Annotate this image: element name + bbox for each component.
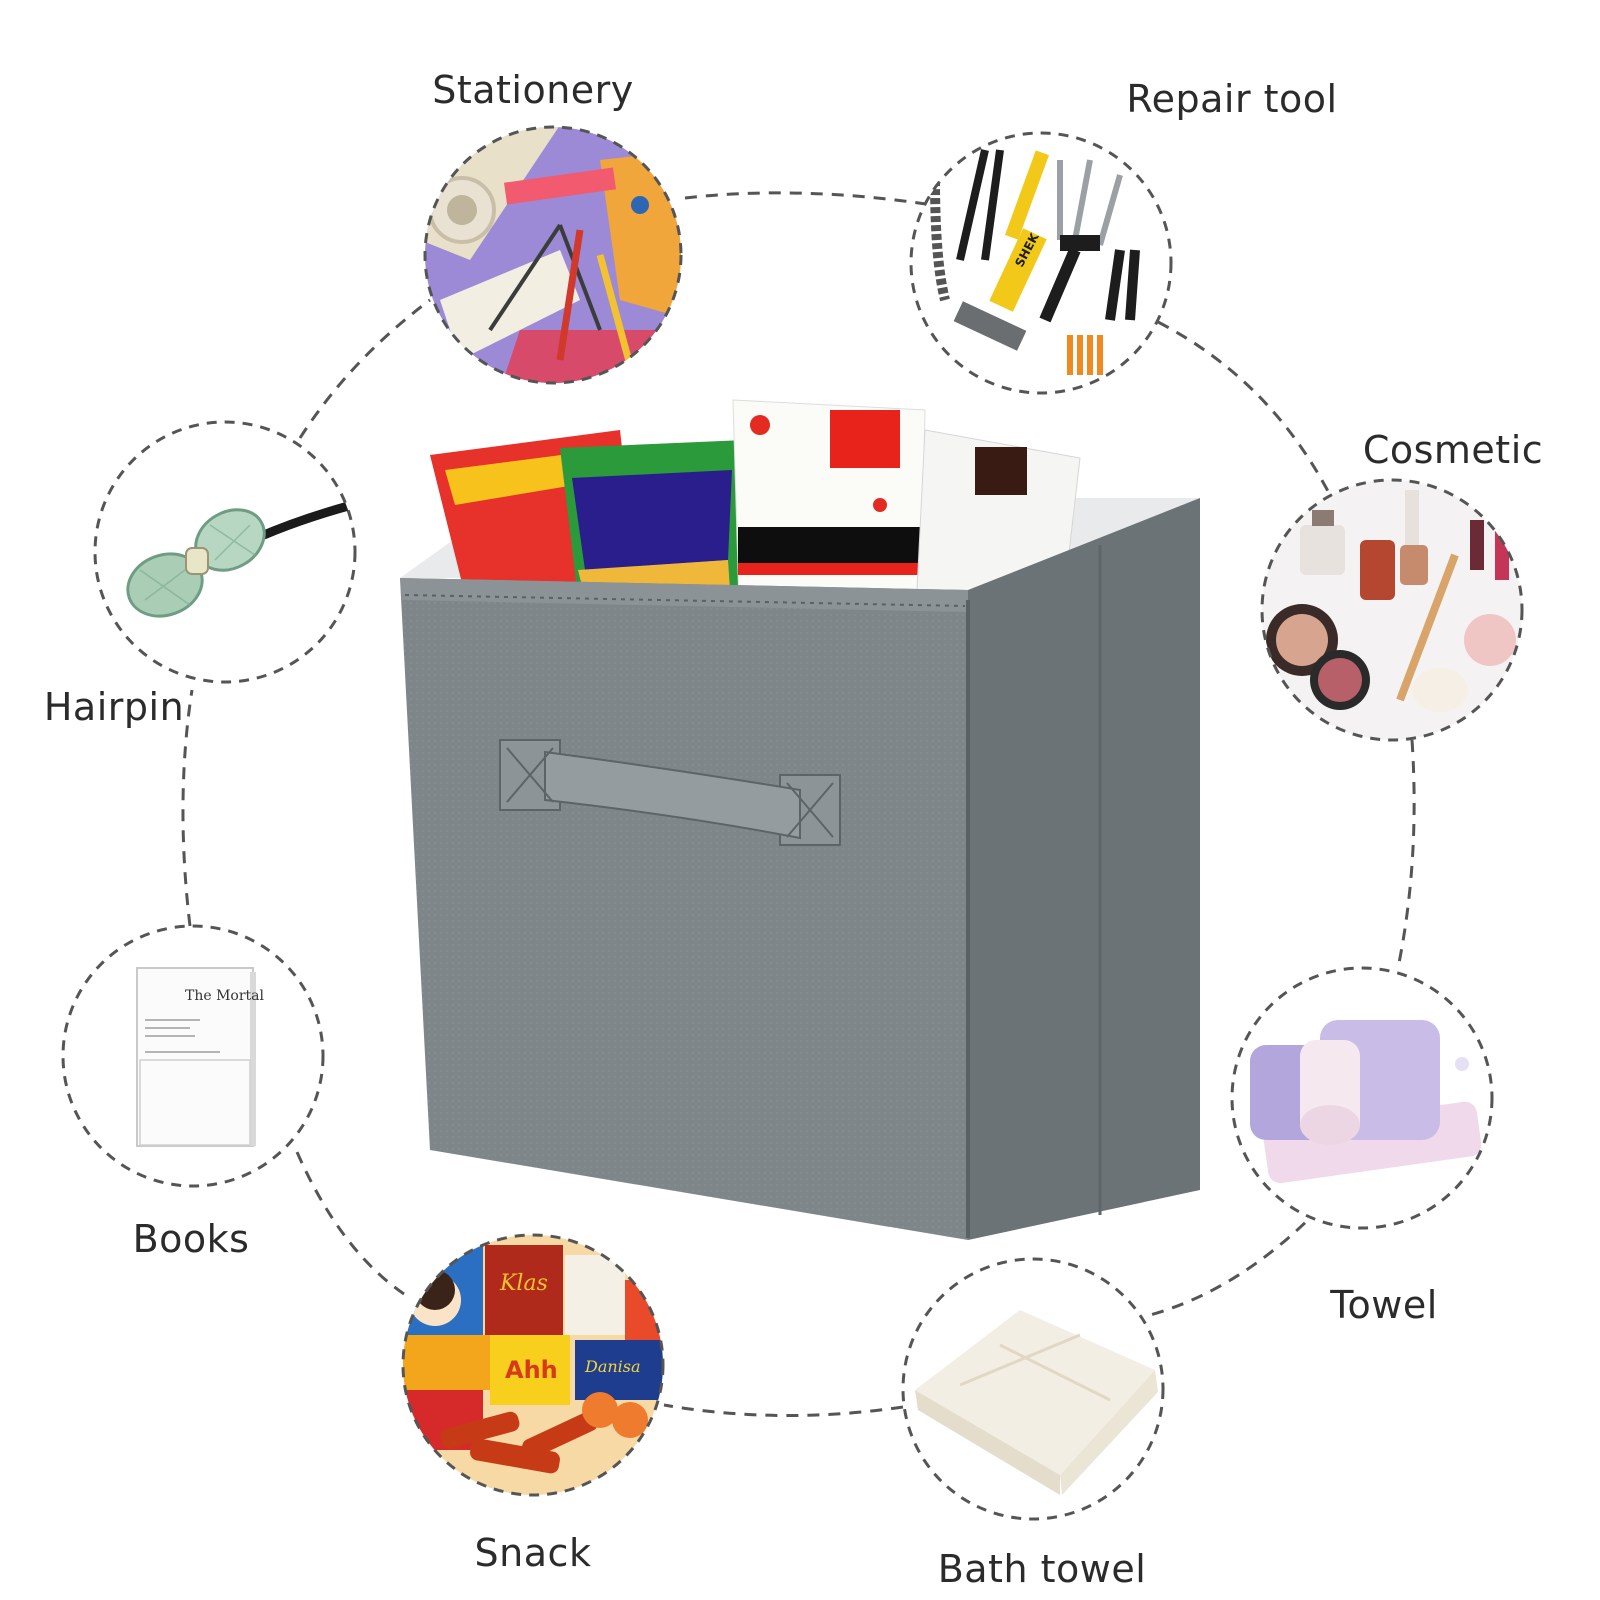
label-towel: Towel bbox=[1330, 1283, 1438, 1327]
label-repair-tool: Repair tool bbox=[1126, 77, 1338, 121]
cherry-print bbox=[873, 498, 887, 512]
snack-brand-ahh: Ahh bbox=[505, 1356, 558, 1384]
towel-icon bbox=[1230, 966, 1494, 1230]
box-rim-stitch bbox=[404, 594, 966, 607]
book-icon bbox=[61, 924, 325, 1188]
snack-brand-danisa: Danisa bbox=[584, 1357, 641, 1376]
label-snack: Snack bbox=[474, 1531, 592, 1575]
box-handle[interactable] bbox=[499, 739, 841, 846]
hairpin-icon bbox=[93, 420, 357, 684]
book-cover-title: The Mortal bbox=[185, 988, 265, 1004]
label-cosmetic: Cosmetic bbox=[1362, 428, 1544, 472]
label-bath-towel: Bath towel bbox=[937, 1547, 1147, 1591]
box-front-panel bbox=[400, 578, 968, 1240]
strawberry-print bbox=[750, 415, 770, 435]
notebook-red-block bbox=[830, 410, 900, 468]
snack-brand-klas: Klas bbox=[499, 1271, 548, 1296]
label-books: Books bbox=[132, 1217, 250, 1261]
stationery-icon bbox=[423, 125, 683, 385]
snack-bag-blue bbox=[572, 470, 732, 570]
card-dark-square bbox=[975, 447, 1027, 495]
storage-box bbox=[400, 399, 1200, 1240]
notebook-black-band bbox=[738, 527, 920, 563]
box-side-panel bbox=[968, 498, 1200, 1240]
tools-icon bbox=[909, 131, 1173, 395]
label-hairpin: Hairpin bbox=[43, 685, 185, 729]
cosmetics-icon bbox=[1260, 478, 1524, 742]
notebook-red-band bbox=[738, 563, 920, 575]
label-stationery: Stationery bbox=[432, 68, 634, 112]
dashed-connector-ring bbox=[181, 191, 1416, 1417]
box-rim bbox=[400, 578, 968, 612]
bath-towel-icon bbox=[901, 1257, 1165, 1521]
